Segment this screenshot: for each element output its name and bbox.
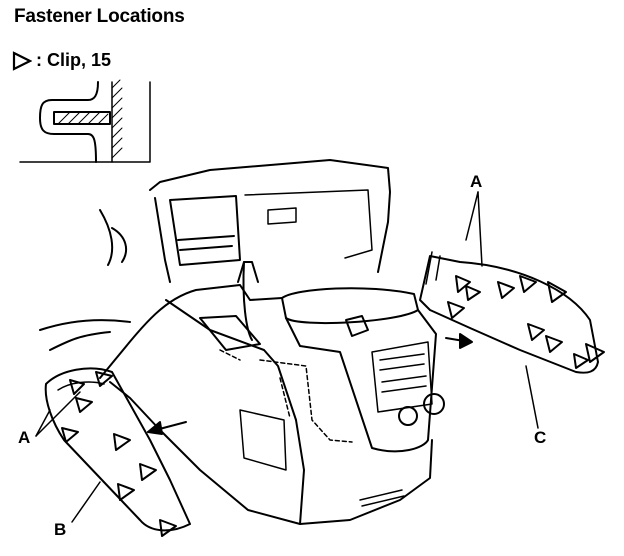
dashboard-outline: [39, 159, 391, 351]
clip-triangles: [61, 275, 605, 537]
side-panel-c: [419, 251, 599, 374]
title: Fastener Locations: [14, 6, 185, 27]
removal-arrows: [147, 333, 473, 435]
callout-a-left: A: [18, 428, 31, 447]
callout-b: B: [54, 520, 67, 539]
callout-a-right: A: [470, 172, 483, 191]
legend-text: : Clip, 15: [36, 50, 112, 70]
clip-detail-inset: [19, 79, 151, 163]
hidden-fastener-outline: [219, 349, 353, 443]
clip-triangle-icon: [12, 50, 32, 71]
callout-leader-lines: [35, 191, 539, 523]
legend: : Clip, 15: [12, 50, 111, 71]
center-console: [99, 261, 445, 525]
callout-c: C: [534, 428, 547, 447]
